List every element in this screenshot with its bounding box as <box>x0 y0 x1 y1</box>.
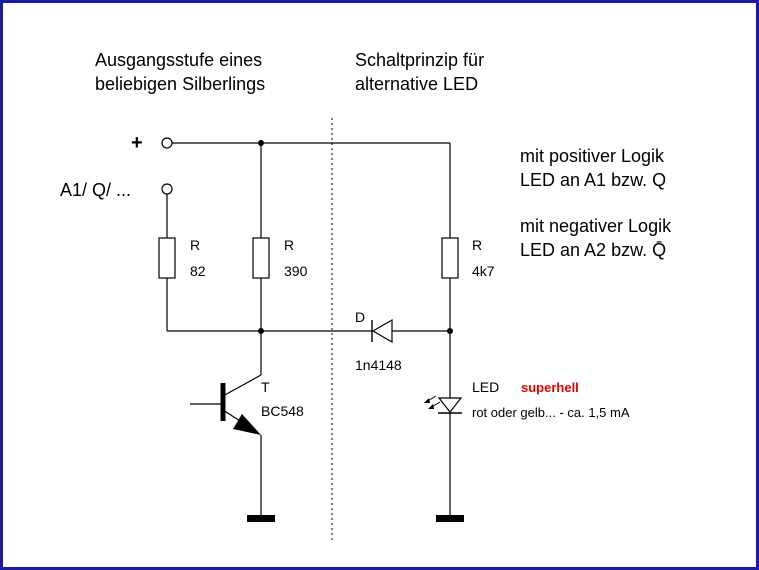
led-description: rot oder gelb... - ca. 1,5 mA <box>472 405 630 420</box>
r1-name: R <box>190 237 200 253</box>
plus-terminal <box>161 137 173 149</box>
heading-left-line1: Ausgangsstufe eines <box>95 50 262 70</box>
r1-value: 82 <box>190 263 206 279</box>
resistor-r1 <box>158 237 176 279</box>
light-emission-arrows-icon <box>424 395 441 409</box>
r3-value: 4k7 <box>472 263 495 279</box>
led-symbol <box>436 331 464 522</box>
note-negative-line1: mit negativer Logik <box>520 216 672 236</box>
transistor-name: T <box>261 379 270 395</box>
heading-right-line1: Schaltprinzip für <box>355 50 484 70</box>
r2-name: R <box>284 237 294 253</box>
heading-left-line2: beliebigen Silberlings <box>95 74 265 94</box>
transistor-value: BC548 <box>261 403 304 419</box>
r2-value: 390 <box>284 263 308 279</box>
heading-right-line2: alternative LED <box>355 74 478 94</box>
output-terminal <box>161 183 173 195</box>
note-positive-line2: LED an A1 bzw. Q <box>520 170 666 190</box>
note-negative-line2: LED an A2 bzw. Q̄ <box>520 240 666 260</box>
transistor-symbol <box>190 331 275 522</box>
resistor-r3 <box>441 237 459 279</box>
r3-name: R <box>472 237 482 253</box>
plus-terminal-label: + <box>131 132 143 154</box>
led-highlight: superhell <box>521 380 579 395</box>
diode-name: D <box>355 309 365 325</box>
led-name: LED <box>472 379 499 395</box>
note-positive-line1: mit positiver Logik <box>520 146 665 166</box>
diode-symbol <box>371 318 393 344</box>
resistor-r2 <box>252 237 270 279</box>
output-terminal-label: A1/ Q/ ... <box>60 180 131 200</box>
diode-value: 1n4148 <box>355 357 402 373</box>
